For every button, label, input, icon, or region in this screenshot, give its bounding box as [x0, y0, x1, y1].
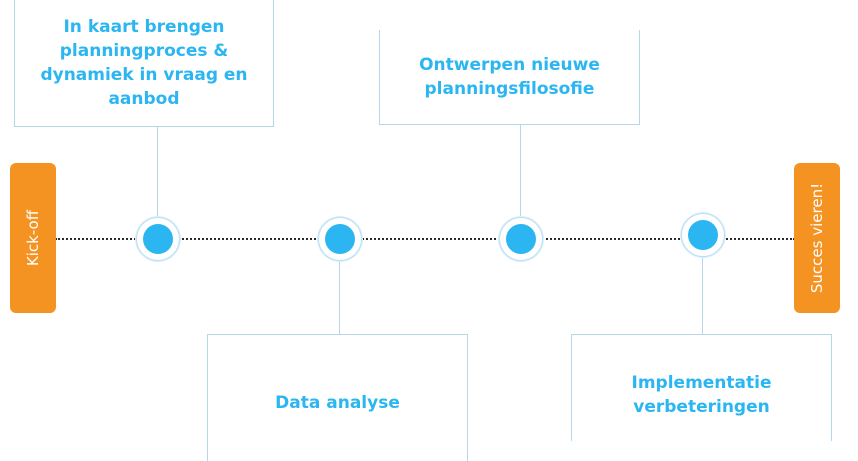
milestone-node-4 [681, 213, 725, 257]
connector-2 [339, 259, 340, 334]
connector-1 [157, 126, 158, 217]
milestone-label-1: In kaart brengen planningproces & dynami… [40, 17, 248, 109]
milestone-box-2: Data analyse [207, 334, 468, 461]
milestone-node-1 [136, 217, 180, 261]
milestone-label-3: Ontwerpen nieuwe planningsfilosofie [419, 55, 600, 99]
milestone-label-2: Data analyse [275, 393, 400, 413]
milestone-box-1: In kaart brengen planningproces & dynami… [14, 0, 274, 127]
end-cap: Succes vieren! [794, 163, 840, 313]
milestone-box-3: Ontwerpen nieuwe planningsfilosofie [379, 30, 640, 125]
connector-3 [520, 124, 521, 217]
timeline-line [55, 238, 795, 240]
milestone-label-4: Implementatie verbeteringen [631, 373, 772, 417]
connector-4 [702, 255, 703, 334]
milestone-node-2 [318, 217, 362, 261]
start-cap: Kick-off [10, 163, 56, 313]
timeline-diagram: Kick-off Succes vieren! In kaart brengen… [10, 0, 840, 461]
milestone-node-3 [499, 217, 543, 261]
start-cap-label: Kick-off [24, 209, 43, 267]
end-cap-label: Succes vieren! [808, 182, 827, 294]
milestone-box-4: Implementatie verbeteringen [571, 334, 832, 441]
